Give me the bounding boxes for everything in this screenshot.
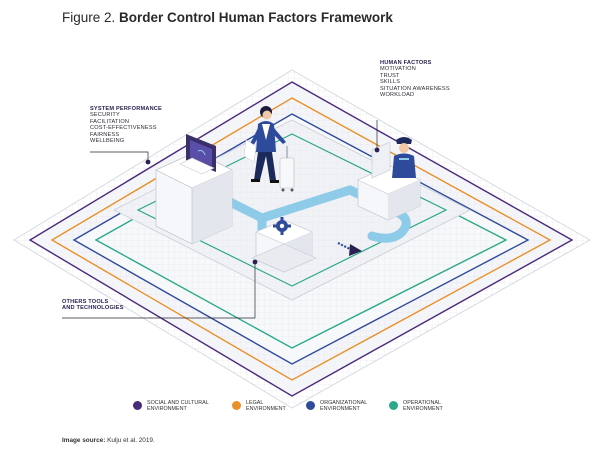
human-factors-marker	[374, 147, 380, 153]
legend-dot-social	[133, 401, 142, 410]
system-performance-marker	[145, 159, 151, 165]
image-source-label: Image source:	[62, 437, 106, 444]
figure-title: Figure 2. Border Control Human Factors F…	[62, 10, 393, 25]
legend-dot-operational	[389, 401, 398, 410]
arrow-icon	[337, 242, 362, 256]
legend-item-organizational: ORGANIZATIONAL ENVIRONMENT	[306, 400, 367, 413]
legend-item-operational: OPERATIONAL ENVIRONMENT	[389, 400, 443, 413]
legend-dot-organizational	[306, 401, 315, 410]
image-source: Image source: Kulju et al. 2019.	[62, 437, 155, 444]
border-officer-figure	[357, 137, 421, 221]
computer-kiosk	[155, 134, 233, 245]
system-performance-label: SYSTEM PERFORMANCE SECURITY FACILITATION…	[90, 106, 162, 145]
image-source-text: Kulju et al. 2019.	[107, 437, 155, 444]
tools-label: OTHERS TOOLS AND TECHNOLOGIES	[62, 299, 124, 312]
figure-label: Figure 2.	[62, 10, 116, 25]
gear-unit	[251, 217, 317, 273]
tools-marker	[252, 259, 258, 265]
callout-lines	[62, 120, 378, 319]
legend-dot-legal	[232, 401, 241, 410]
legend-item-legal: LEGAL ENVIRONMENT	[232, 400, 286, 413]
traveller-figure	[243, 106, 295, 192]
gear-icon	[273, 217, 291, 235]
figure-title-text: Border Control Human Factors Framework	[119, 10, 393, 25]
human-factors-label: HUMAN FACTORS MOTIVATION TRUST SKILLS SI…	[380, 60, 450, 99]
legend-item-social: SOCIAL AND CULTURAL ENVIRONMENT	[133, 400, 209, 413]
